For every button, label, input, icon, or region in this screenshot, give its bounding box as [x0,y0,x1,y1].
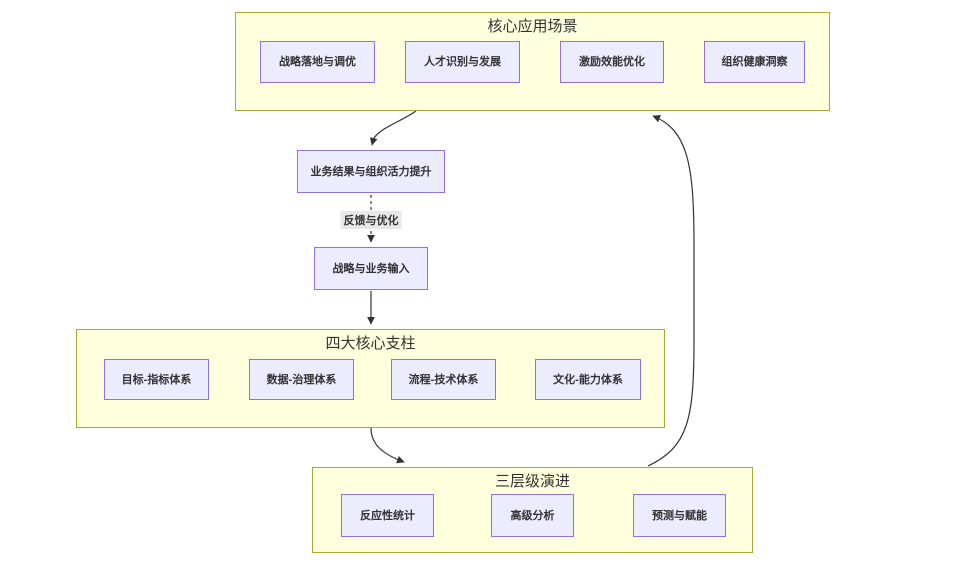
node-data-governance-system: 数据-治理体系 [249,359,354,400]
edge-label-feedback-optimization: 反馈与优化 [340,211,402,229]
node-talent-identification-development: 人才识别与发展 [405,41,520,83]
group-core-scenarios: 核心应用场景 战略落地与调优 人才识别与发展 激励效能优化 组织健康洞察 [235,12,830,111]
node-goal-indicator-system: 目标-指标体系 [104,359,209,400]
node-culture-capability-system: 文化-能力体系 [535,359,641,400]
node-advanced-analytics: 高级分析 [491,494,574,537]
node-process-technology-system: 流程-技术体系 [391,359,496,400]
node-business-outcome-vitality: 业务结果与组织活力提升 [297,150,445,193]
group-core-scenarios-title: 核心应用场景 [487,18,578,35]
edge-scenarios-to-outcome [369,110,417,146]
edge-pillars-to-evolution [370,427,405,464]
node-strategy-landing-tuning: 战略落地与调优 [260,41,375,83]
group-four-pillars: 四大核心支柱 目标-指标体系 数据-治理体系 流程-技术体系 文化-能力体系 [76,329,665,428]
node-reactive-statistics: 反应性统计 [341,494,434,537]
group-four-pillars-title: 四大核心支柱 [325,335,416,352]
node-strategy-business-input: 战略与业务输入 [314,247,428,290]
group-three-level-evolution: 三层级演进 反应性统计 高级分析 预测与赋能 [312,467,753,553]
node-prediction-empowerment: 预测与赋能 [633,494,726,537]
group-three-level-evolution-title: 三层级演进 [494,473,570,490]
node-incentive-efficiency-optimization: 激励效能优化 [560,41,664,83]
node-org-health-insight: 组织健康洞察 [704,41,805,83]
